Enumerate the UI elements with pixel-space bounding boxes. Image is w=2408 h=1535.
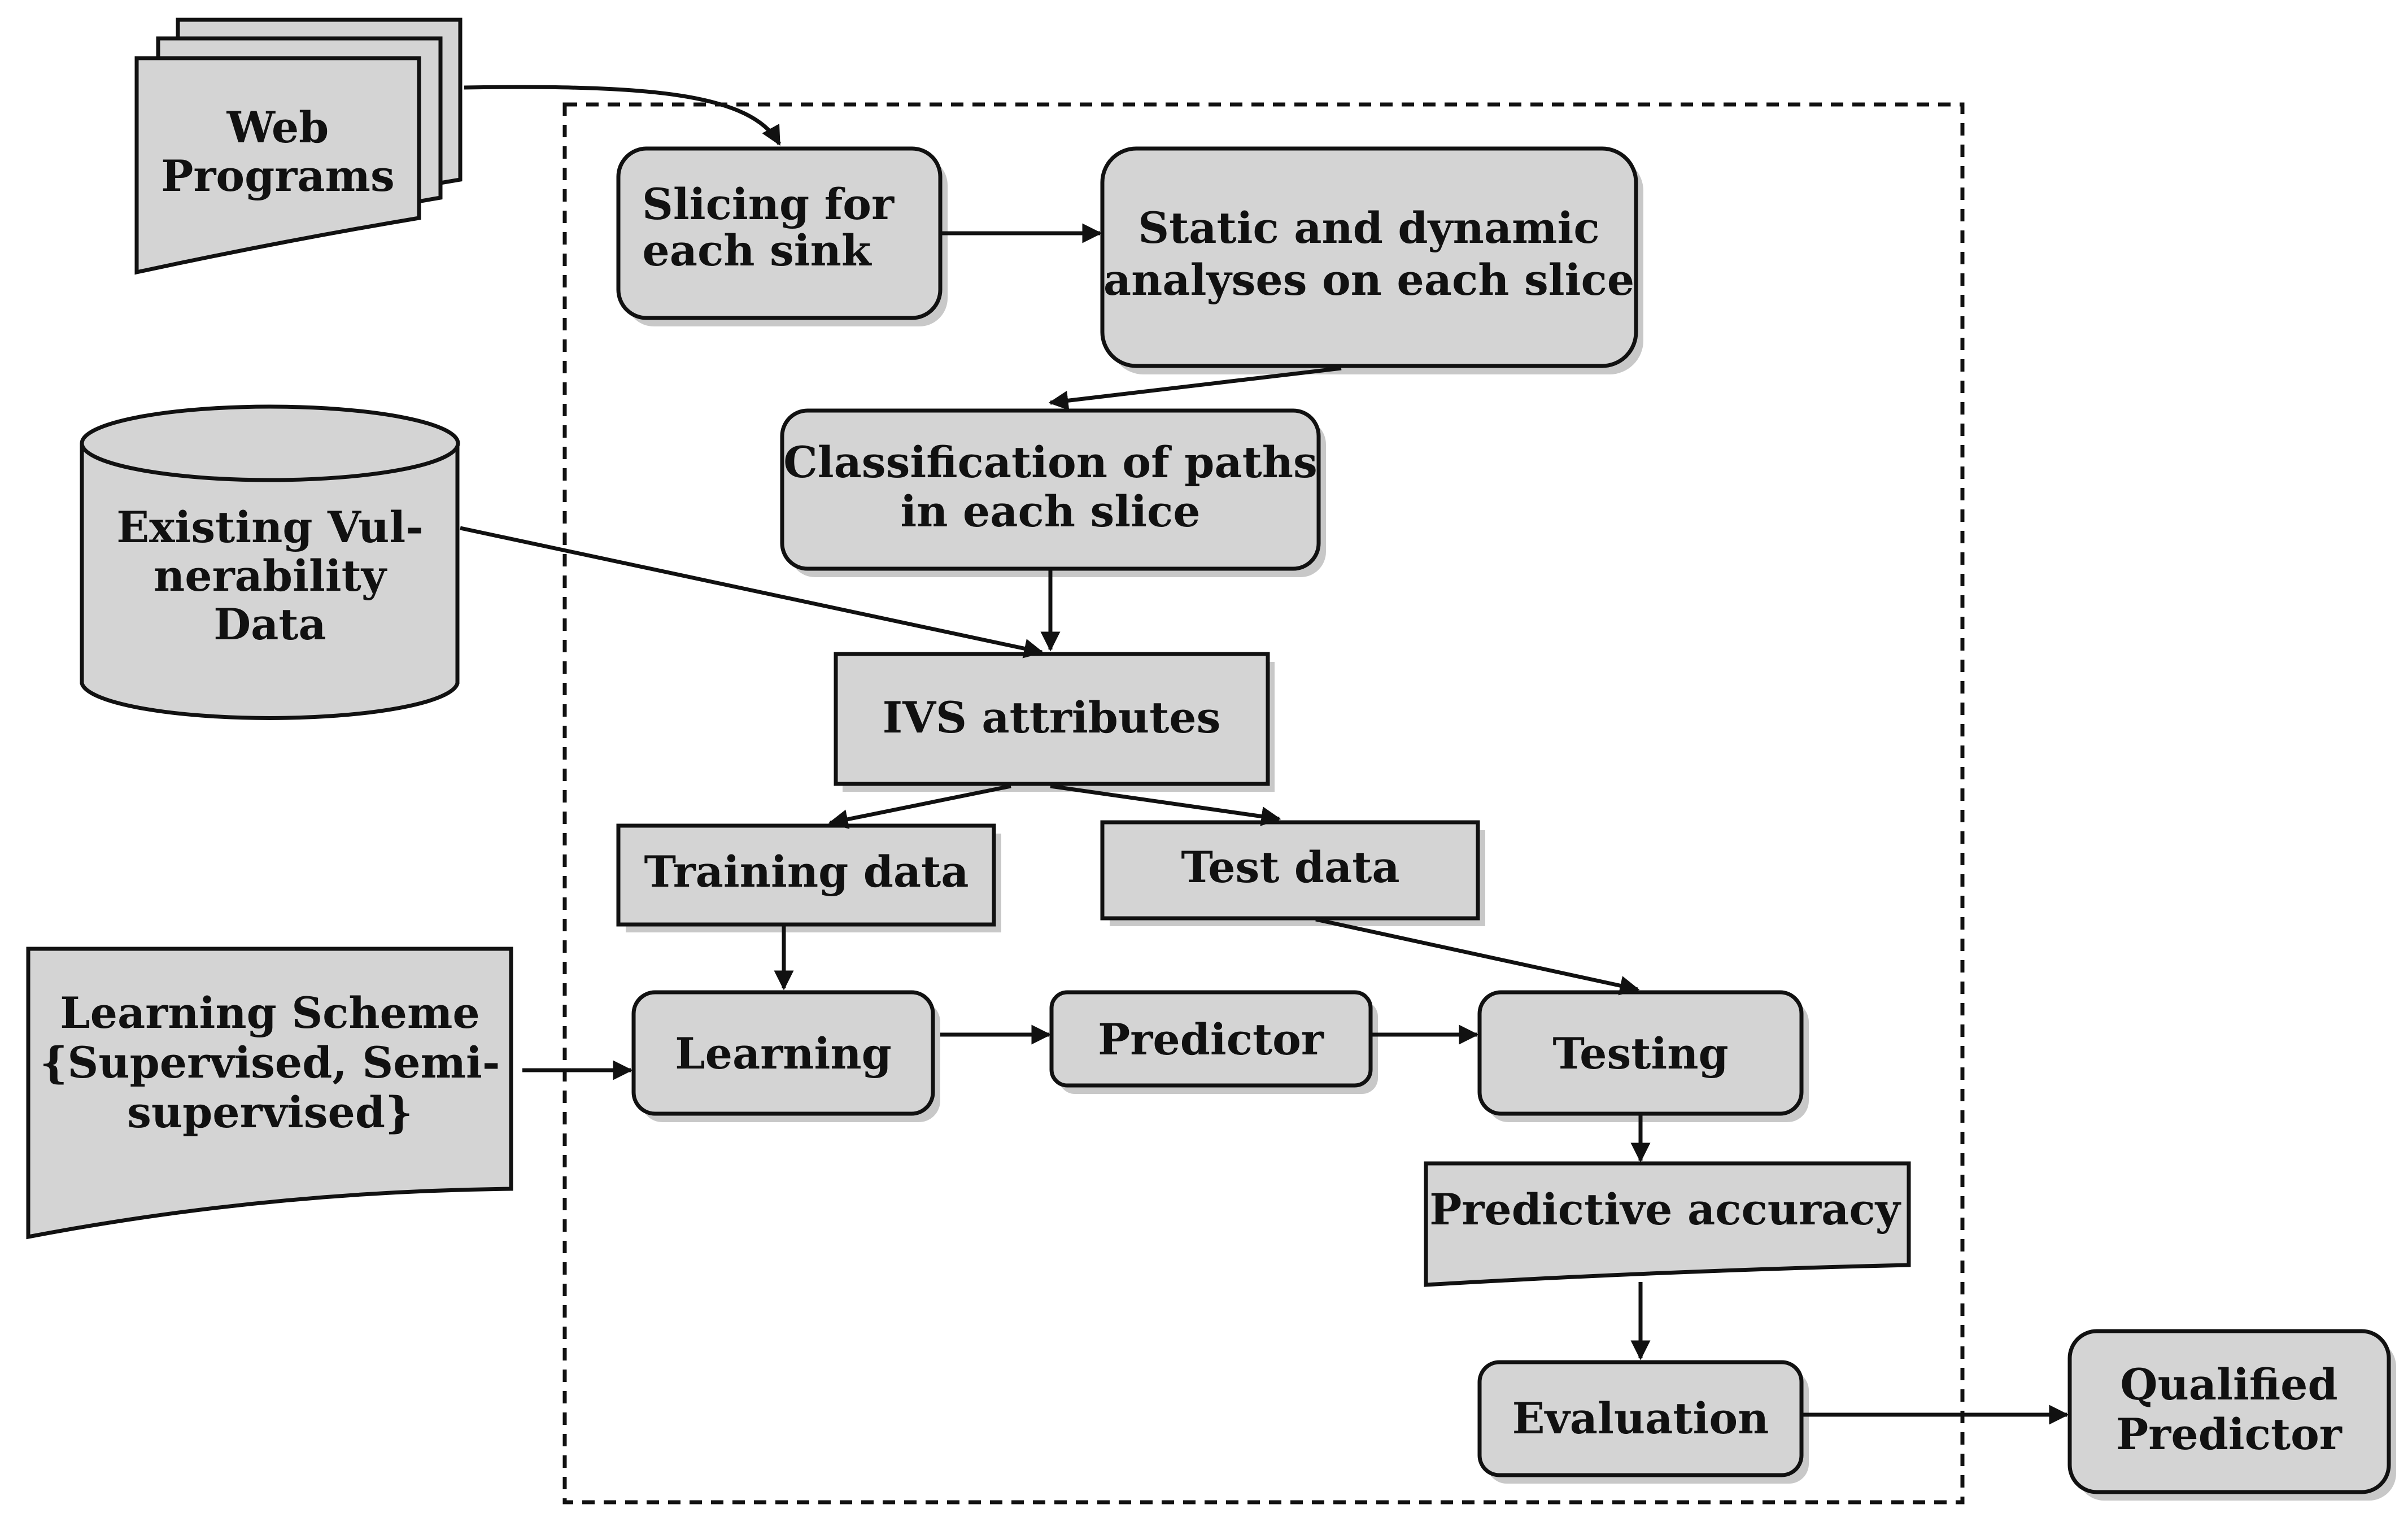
accuracy-label: Predictive accuracy	[1429, 1184, 1901, 1235]
qualified-label-1: Qualified	[2120, 1359, 2337, 1410]
test-data-label: Test data	[1181, 842, 1399, 892]
node-predictor: Predictor	[1049, 990, 1378, 1094]
node-test-data: Test data	[1100, 820, 1485, 926]
node-slicing-for-each-sink: Slicing for each sink	[616, 146, 948, 326]
learning-label: Learning	[675, 1028, 892, 1079]
testing-label: Testing	[1552, 1028, 1728, 1079]
vuln-data-label-3: Data	[213, 599, 326, 649]
node-classification-of-paths: Classification of paths in each slice	[780, 408, 1326, 577]
learning-scheme-label-1: Learning Scheme	[60, 988, 480, 1038]
node-testing: Testing	[1477, 990, 1809, 1122]
qualified-label-2: Predictor	[2116, 1409, 2342, 1459]
edge-ivs-to-training	[828, 784, 1011, 829]
node-ivs-attributes: IVS attributes	[834, 652, 1275, 792]
edge-analyses-to-classification	[1048, 366, 1342, 411]
framework-boundary	[562, 102, 1965, 1505]
slicing-label-1: Slicing for	[642, 179, 895, 229]
web-programs-label-1: Web	[226, 102, 329, 152]
node-learning-scheme: Learning Scheme {Supervised, Semi- super…	[26, 947, 513, 1240]
learning-scheme-label-2: {Supervised, Semi-	[40, 1037, 500, 1088]
node-static-dynamic-analyses: Static and dynamic analyses on each slic…	[1100, 146, 1643, 374]
node-existing-vulnerability-data: Existing Vul- nerability Data	[80, 404, 460, 720]
training-label: Training data	[644, 847, 969, 897]
predictor-label: Predictor	[1098, 1014, 1324, 1065]
classification-label-2: in each slice	[900, 486, 1200, 537]
node-qualified-predictor: Qualified Predictor	[2067, 1329, 2396, 1501]
analyses-label-1: Static and dynamic	[1138, 203, 1599, 253]
analyses-label-2: analyses on each slice	[1103, 255, 1634, 305]
edge-ivs-to-test	[1050, 784, 1281, 826]
edge-web-programs-to-slicing	[464, 85, 782, 146]
node-learning: Learning	[631, 990, 940, 1122]
vuln-data-label-1: Existing Vul-	[116, 502, 424, 552]
learning-scheme-label-3: supervised}	[127, 1087, 413, 1137]
node-training-data: Training data	[616, 823, 1001, 932]
vuln-data-label-2: nerability	[154, 551, 387, 601]
edge-vuln-data-to-ivs	[460, 526, 1044, 659]
classification-label-1: Classification of paths	[783, 437, 1318, 487]
node-evaluation: Evaluation	[1477, 1360, 1809, 1484]
node-web-programs: Web Programs	[134, 18, 463, 275]
edge-test-data-to-testing	[1315, 917, 1640, 996]
node-predictive-accuracy: Predictive accuracy	[1424, 1161, 1911, 1287]
edges	[460, 85, 2069, 1425]
web-programs-label-2: Programs	[161, 151, 395, 201]
evaluation-label: Evaluation	[1512, 1393, 1769, 1444]
slicing-label-2: each sink	[642, 225, 872, 276]
ivs-label: IVS attributes	[883, 692, 1221, 743]
